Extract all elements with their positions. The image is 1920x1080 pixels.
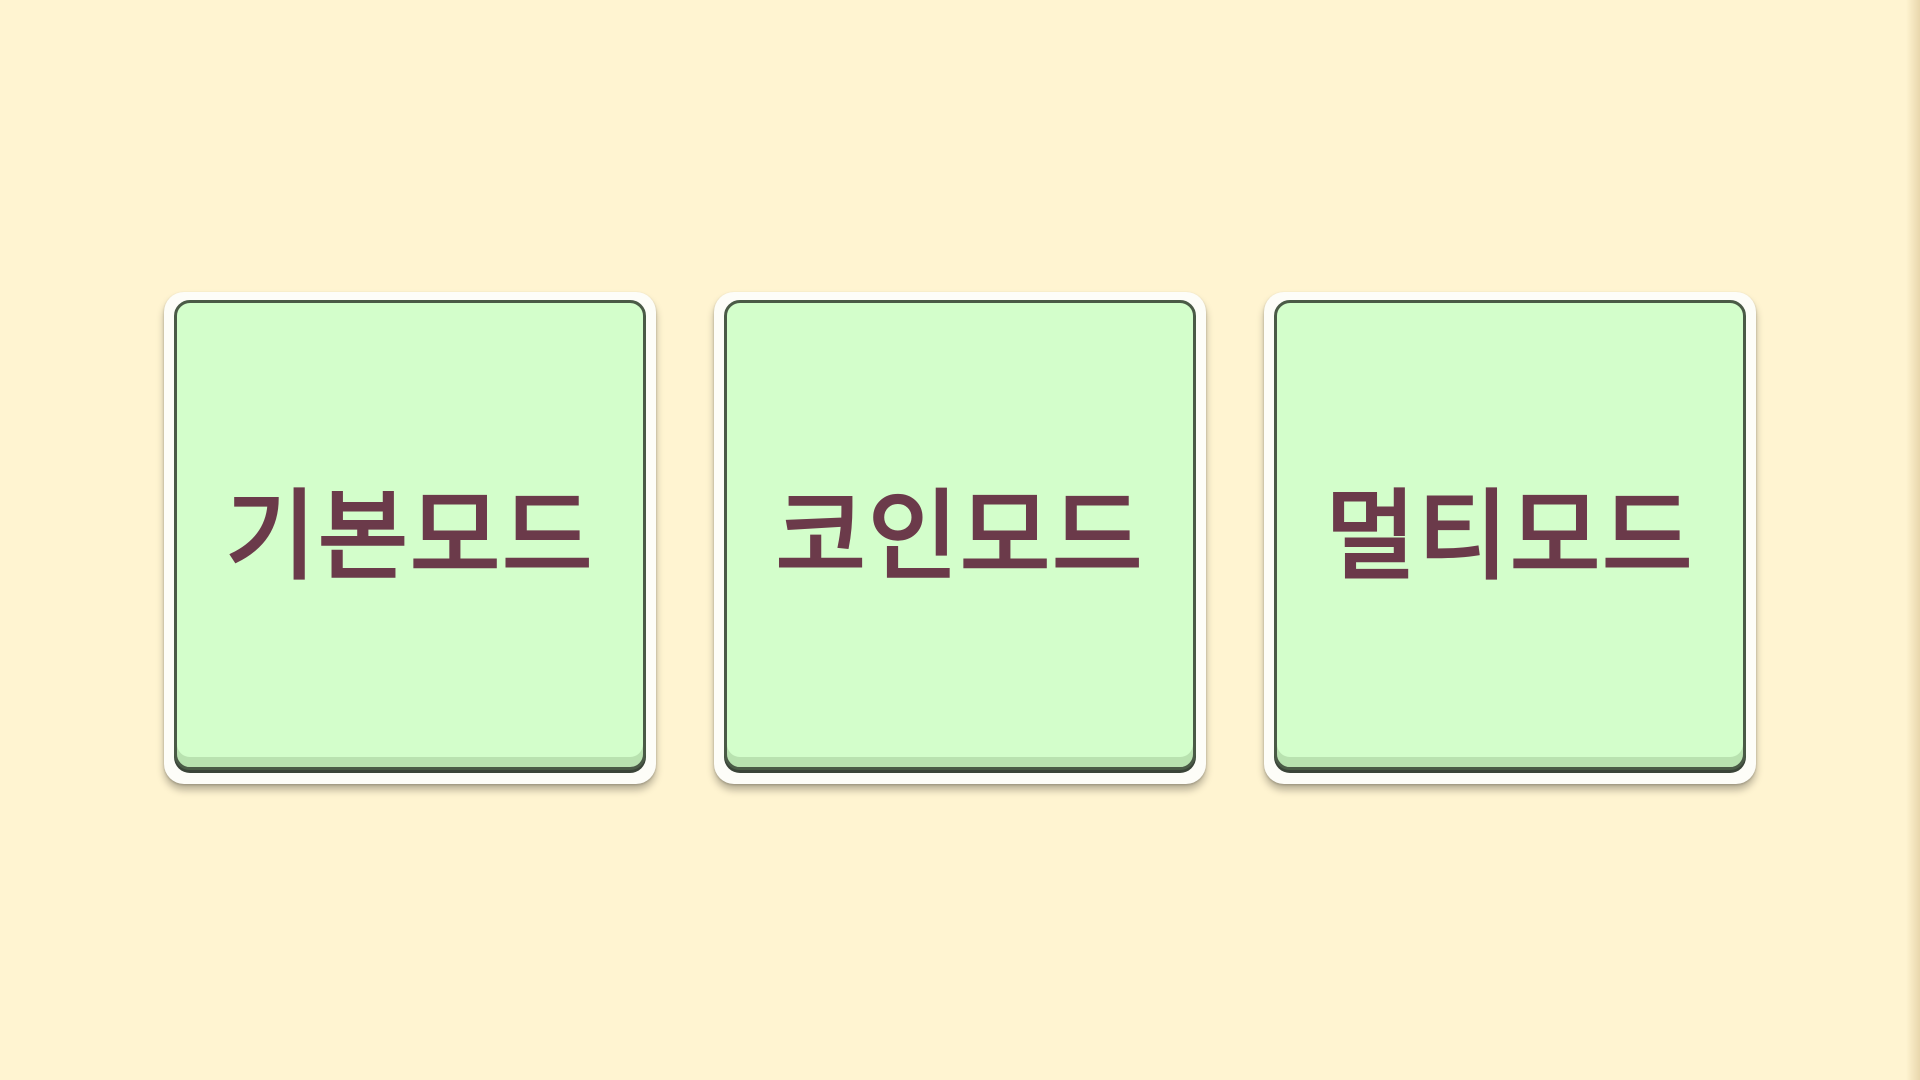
coin-mode-label: 코인모드: [775, 480, 1145, 594]
multi-mode-label: 멀티모드: [1325, 480, 1695, 594]
screen-edge-shadow: [1906, 0, 1920, 1080]
mode-button-row: 기본모드 코인모드 멀티모드: [164, 292, 1756, 784]
coin-mode-button-face[interactable]: 코인모드: [724, 300, 1196, 770]
multi-mode-button[interactable]: 멀티모드: [1264, 292, 1756, 784]
basic-mode-label: 기본모드: [225, 480, 595, 594]
coin-mode-button[interactable]: 코인모드: [714, 292, 1206, 784]
multi-mode-button-face[interactable]: 멀티모드: [1274, 300, 1746, 770]
basic-mode-button-face[interactable]: 기본모드: [174, 300, 646, 770]
basic-mode-button[interactable]: 기본모드: [164, 292, 656, 784]
